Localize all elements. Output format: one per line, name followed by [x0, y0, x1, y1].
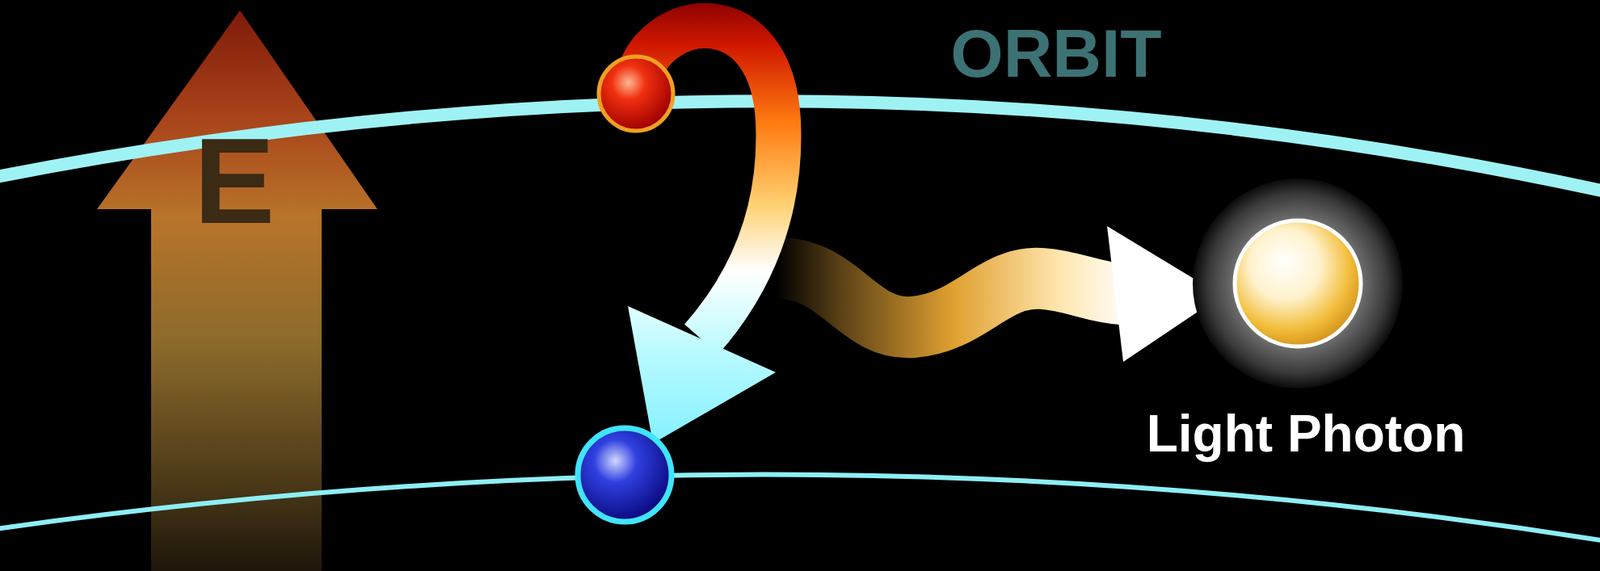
- energy-label: E: [193, 120, 275, 242]
- transition-arrowhead: [627, 306, 776, 444]
- excited-electron: [598, 56, 674, 131]
- emission-arrow: [775, 268, 1122, 328]
- photon-halo: [1192, 178, 1403, 389]
- photon-label: Light Photon: [1146, 408, 1466, 460]
- ground-electron: [577, 428, 672, 523]
- energy-arrow: [96, 10, 378, 571]
- inner-orbit: [0, 475, 1600, 544]
- photon: [1234, 220, 1361, 347]
- orbit-label: ORBIT: [950, 19, 1162, 88]
